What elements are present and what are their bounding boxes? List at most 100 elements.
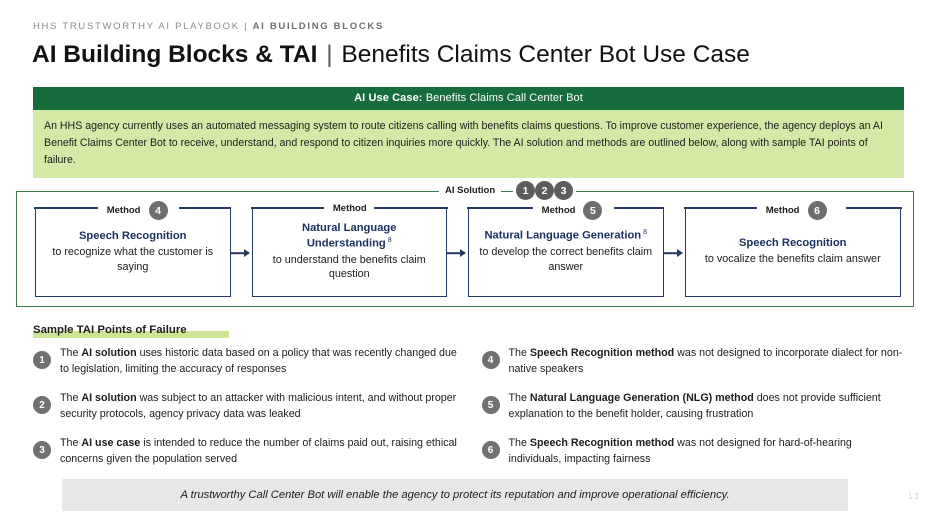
failure-text-post: was not designed to incorporate dialect …	[508, 347, 903, 376]
use-case-header-value: Benefits Claims Call Center Bot	[425, 92, 583, 104]
method-boxes-row: Method 4 Speech Recognition to recognize…	[34, 201, 902, 297]
method-description: to understand the benefits claim questio…	[272, 253, 426, 281]
failure-badge-2: 2	[33, 396, 51, 415]
ai-solution-badge-group: 1 2 3	[513, 181, 576, 200]
failure-text-post: was not designed for hard-of-hearing ind…	[508, 437, 852, 466]
failure-section-heading: Sample TAI Points of Failure	[33, 324, 187, 336]
failure-text-bold: AI use case	[81, 437, 141, 450]
method-box-tab: Method 6	[762, 201, 827, 220]
method-title-text: Natural Language Understanding	[302, 221, 397, 250]
method-badge-6: 6	[807, 201, 827, 220]
use-case-header-label: AI Use Case:	[354, 92, 423, 104]
failure-section-heading-wrap: Sample TAI Points of Failure	[33, 320, 229, 338]
method-box-top-border-right	[613, 207, 665, 209]
method-cell-1: Method 4 Speech Recognition to recognize…	[34, 201, 252, 297]
method-tab-label: Method	[762, 203, 803, 218]
failure-text-post: does not provide sufficient explanation …	[508, 392, 881, 421]
method-description: to recognize what the customer is saying	[52, 245, 214, 273]
method-box-top-border-left	[467, 207, 534, 209]
list-item: 3 The AI use case is intended to reduce …	[33, 435, 458, 467]
breadcrumb: HHS TRUSTWORTHY AI PLAYBOOK | AI BUILDIN…	[33, 21, 384, 32]
list-item: 2 The AI solution was subject to an atta…	[33, 390, 458, 422]
method-tab-label: Method	[103, 203, 144, 218]
ai-solution-badge-3: 3	[554, 181, 573, 200]
page-number: 13	[908, 492, 920, 501]
failure-text: The Speech Recognition method was not de…	[509, 435, 907, 467]
method-badge-5: 5	[583, 201, 603, 220]
list-item: 4 The Speech Recognition method was not …	[481, 345, 907, 377]
list-item: 6 The Speech Recognition method was not …	[481, 435, 907, 467]
method-box-top-border-left	[250, 207, 325, 209]
method-box-tab: Method 4	[103, 201, 168, 220]
ai-solution-badge-2: 2	[535, 181, 554, 200]
failure-text-bold: AI solution	[81, 347, 137, 359]
failure-text-pre: The	[60, 392, 82, 405]
arrow-connector-2-to-3	[447, 209, 468, 297]
page-title-light: Benefits Claims Center Bot Use Case	[341, 41, 750, 68]
list-item: 5 The Natural Language Generation (NLG) …	[481, 390, 907, 422]
failure-column-left: 1 The AI solution uses historic data bas…	[33, 345, 458, 467]
method-badge-4: 4	[148, 201, 168, 220]
failure-points-columns: 1 The AI solution uses historic data bas…	[33, 345, 906, 467]
list-item: 1 The AI solution uses historic data bas…	[33, 345, 458, 377]
method-title-superscript: 8	[643, 229, 648, 237]
failure-text-bold: Speech Recognition method	[529, 347, 675, 359]
method-box-top-border-left	[34, 207, 99, 209]
failure-badge-1: 1	[33, 351, 51, 369]
method-box-top-border-right	[374, 207, 448, 209]
method-box-speech-recognition-input: Method 4 Speech Recognition to recognize…	[34, 201, 232, 297]
footer-callout-text: A trustworthy Call Center Bot will enabl…	[180, 489, 730, 501]
method-title: Speech Recognition	[739, 236, 847, 251]
page-title-separator: |	[326, 41, 333, 68]
method-description: to vocalize the benefits claim answer	[704, 253, 881, 266]
method-box-tab: Method	[329, 201, 370, 216]
use-case-header: AI Use Case: Benefits Claims Call Center…	[33, 87, 904, 110]
page-title: AI Building Blocks & TAI | Benefits Clai…	[32, 41, 750, 69]
method-box-speech-recognition-output: Method 6 Speech Recognition to vocalize …	[683, 201, 902, 297]
method-box-top-border-right	[845, 207, 902, 209]
failure-badge-5: 5	[481, 396, 500, 415]
method-title-text: Speech Recognition	[78, 229, 187, 242]
use-case-description: An HHS agency currently uses an automate…	[33, 110, 904, 179]
failure-text-bold: AI solution	[81, 392, 137, 405]
failure-text-pre: The	[508, 392, 530, 405]
method-title: Speech Recognition	[79, 229, 187, 244]
ai-solution-badge-1: 1	[516, 181, 535, 200]
method-description: to develop the correct benefits claim an…	[479, 246, 653, 273]
failure-text-bold: Natural Language Generation (NLG) method	[529, 392, 754, 405]
failure-text: The Natural Language Generation (NLG) me…	[509, 390, 907, 422]
failure-text: The AI use case is intended to reduce th…	[60, 435, 458, 467]
failure-text-post: is intended to reduce the number of clai…	[60, 437, 457, 466]
failure-text-post: uses historic data based on a policy tha…	[60, 347, 457, 376]
page-title-strong: AI Building Blocks & TAI	[32, 41, 318, 68]
failure-text-post: was subject to an attacker with maliciou…	[60, 392, 457, 421]
failure-text-pre: The	[508, 347, 530, 359]
arrow-connector-1-to-2	[231, 209, 252, 297]
failure-text: The AI solution uses historic data based…	[60, 345, 458, 377]
use-case-panel: AI Use Case: Benefits Claims Call Center…	[33, 87, 904, 179]
method-box-top-border-right	[178, 207, 232, 209]
arrow-connector-3-to-4	[664, 209, 685, 297]
failure-badge-3: 3	[33, 441, 51, 460]
method-tab-label: Method	[538, 203, 579, 218]
method-title-text: Natural Language Generation	[484, 229, 642, 242]
method-box-tab: Method 5	[538, 201, 603, 220]
heading-highlight-bar	[33, 331, 229, 338]
method-cell-4: Method 6 Speech Recognition to vocalize …	[683, 201, 902, 297]
breadcrumb-prefix: HHS TRUSTWORTHY AI PLAYBOOK	[33, 21, 240, 32]
method-title-text: Speech Recognition	[738, 237, 847, 249]
failure-text-pre: The	[60, 347, 82, 359]
failure-text: The AI solution was subject to an attack…	[60, 390, 458, 422]
breadcrumb-section: AI BUILDING BLOCKS	[252, 21, 384, 32]
method-box-top-border-left	[683, 207, 757, 209]
failure-badge-6: 6	[481, 441, 500, 460]
failure-badge-4: 4	[481, 351, 500, 369]
failure-text: The Speech Recognition method was not de…	[509, 345, 907, 377]
failure-column-right: 4 The Speech Recognition method was not …	[481, 345, 907, 467]
